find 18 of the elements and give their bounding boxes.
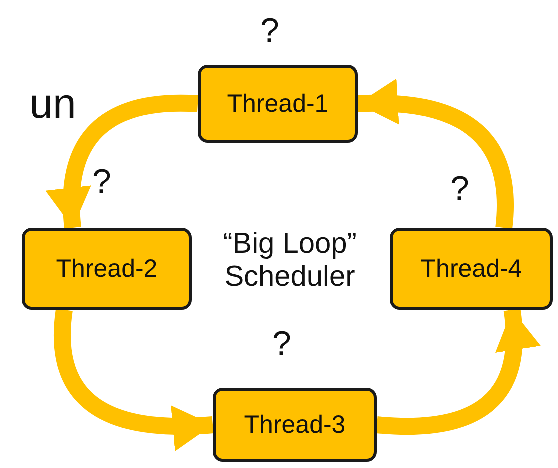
scheduler-label: “Big Loop” Scheduler [222,228,358,295]
question-mark: ? [260,12,280,52]
thread-label: Thread-1 [227,90,329,118]
thread-label: Thread-2 [56,254,158,284]
curved-arrow [54,309,214,450]
curved-arrow [376,309,540,435]
partial-text: un [28,80,78,128]
thread-label: Thread-4 [420,254,522,284]
thread-box [22,228,192,310]
curved-arrow [358,80,514,229]
thread-box [213,388,377,462]
thread-box [198,65,358,143]
thread-label: Thread-3 [244,410,346,440]
thread-box [390,228,553,310]
question-mark: ? [92,163,112,202]
question-mark: ? [450,170,470,210]
curved-arrow [47,94,198,229]
question-mark: ? [272,325,292,364]
